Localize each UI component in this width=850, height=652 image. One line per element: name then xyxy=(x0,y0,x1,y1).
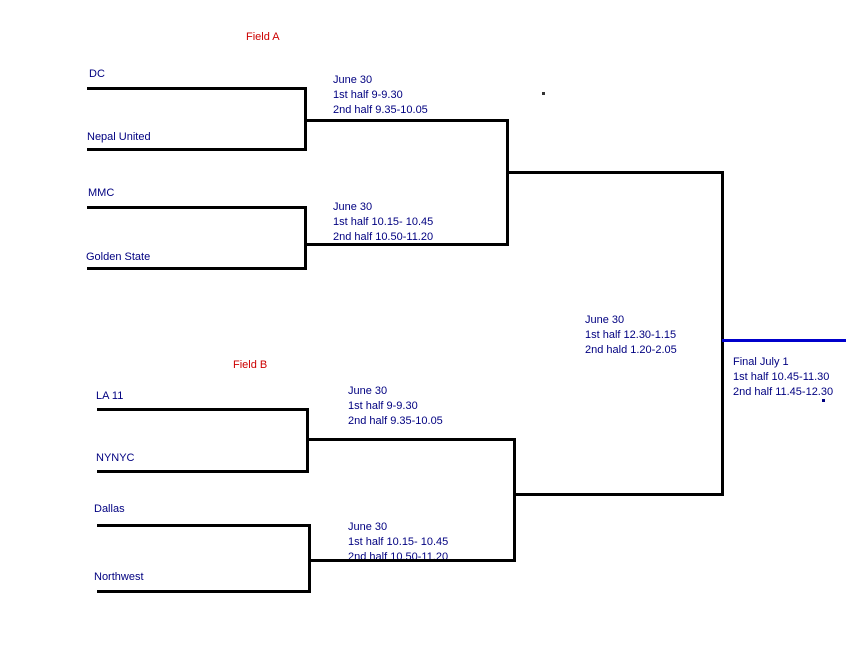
team-line-la11 xyxy=(97,408,309,411)
match-info-a-qf1: June 30 1st half 9-9.30 2nd half 9.35-10… xyxy=(333,73,428,118)
bracket-connector-b-round2 xyxy=(513,438,516,562)
match-first-half: 1st half 12.30-1.15 xyxy=(585,329,677,341)
match-date: June 30 xyxy=(348,385,388,397)
bracket-line-a-round2-bottom xyxy=(305,243,509,246)
match-info-a-qf2: June 30 1st half 10.15- 10.45 2nd half 1… xyxy=(333,200,433,245)
team-label-nynyc: NYNYC xyxy=(96,452,135,464)
team-line-golden-state xyxy=(87,267,307,270)
match-first-half: 1st half 10.15- 10.45 xyxy=(333,216,434,228)
bracket-line-semifinal-top xyxy=(508,171,723,174)
match-first-half: 1st half 10.15- 10.45 xyxy=(348,536,449,548)
bracket-connector-final xyxy=(721,171,724,496)
team-line-northwest xyxy=(97,590,311,593)
match-info-final: Final July 1 1st half 10.45-11.30 2nd ha… xyxy=(733,355,833,400)
field-b-label: Field B xyxy=(233,359,268,371)
match-second-half: 2nd half 11.45-12.30 xyxy=(733,386,834,398)
team-label-mmc: MMC xyxy=(88,187,115,199)
bracket-connector-b-qf2 xyxy=(308,524,311,593)
bracket-line-b-round2-top xyxy=(309,438,516,441)
team-label-dc: DC xyxy=(89,68,105,80)
match-info-b-qf2: June 30 1st half 10.15- 10.45 2nd half 1… xyxy=(348,520,448,565)
match-second-half: 2nd hald 1.20-2.05 xyxy=(585,344,677,356)
team-line-nynyc xyxy=(97,470,309,473)
bracket-connector-a-qf2 xyxy=(304,206,307,270)
team-label-northwest: Northwest xyxy=(94,571,144,583)
team-label-dallas: Dallas xyxy=(94,503,125,515)
field-a-label: Field A xyxy=(246,31,280,43)
match-info-semifinal: June 30 1st half 12.30-1.15 2nd hald 1.2… xyxy=(585,313,677,358)
match-second-half: 2nd half 9.35-10.05 xyxy=(333,104,428,116)
team-label-golden-state: Golden State xyxy=(86,251,151,263)
ink-speck-upper xyxy=(542,92,545,95)
match-first-half: 1st half 9-9.30 xyxy=(333,89,403,101)
match-first-half: 1st half 10.45-11.30 xyxy=(733,371,830,383)
team-label-nepal-united: Nepal United xyxy=(87,131,151,143)
bracket-connector-b-qf1 xyxy=(306,408,309,473)
final-winner-line xyxy=(722,339,846,342)
match-date: June 30 xyxy=(333,201,373,213)
match-second-half: 2nd half 9.35-10.05 xyxy=(348,415,443,427)
team-line-nepal-united xyxy=(87,148,307,151)
ink-speck-lower xyxy=(822,399,825,402)
match-first-half: 1st half 9-9.30 xyxy=(348,400,418,412)
team-label-la11: LA 11 xyxy=(96,390,124,402)
match-date: June 30 xyxy=(348,521,388,533)
bracket-line-b-round2-bottom xyxy=(311,559,516,562)
bracket-connector-a-round2 xyxy=(506,119,509,246)
match-date: Final July 1 xyxy=(733,356,789,368)
bracket-line-a-round2-top xyxy=(305,119,509,122)
match-date: June 30 xyxy=(585,314,625,326)
match-second-half: 2nd half 10.50-11.20 xyxy=(333,231,434,243)
team-line-dc xyxy=(87,87,307,90)
team-line-dallas xyxy=(97,524,311,527)
match-date: June 30 xyxy=(333,74,373,86)
match-second-half: 2nd half 10.50-11.20 xyxy=(348,551,449,563)
match-info-b-qf1: June 30 1st half 9-9.30 2nd half 9.35-10… xyxy=(348,384,443,429)
bracket-line-semifinal-bottom xyxy=(515,493,723,496)
team-line-mmc xyxy=(87,206,307,209)
